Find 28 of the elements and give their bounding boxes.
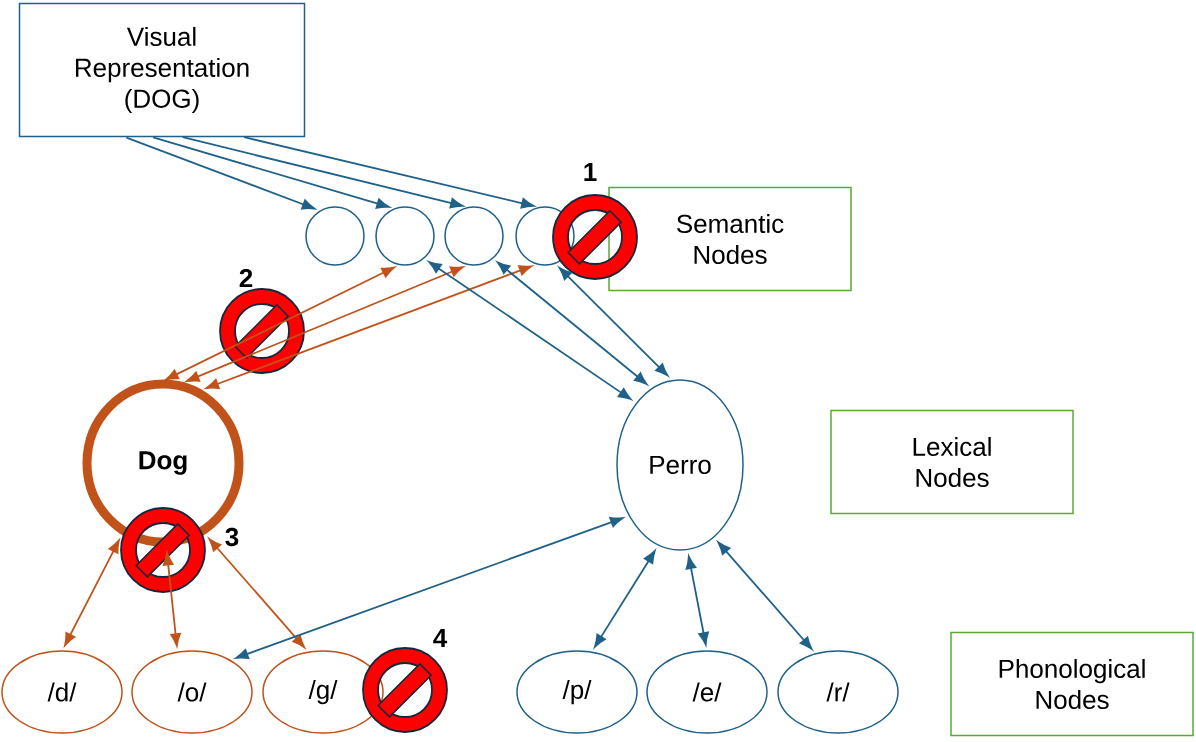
arrow (64, 539, 120, 646)
arrow (186, 266, 464, 382)
arrow (594, 550, 656, 648)
node-circle (444, 206, 504, 266)
arrow (235, 516, 624, 660)
callout-number: 2 (239, 268, 253, 288)
arrow (717, 541, 813, 650)
arrow (165, 266, 395, 381)
label-box: Phonological Nodes (950, 631, 1194, 737)
callout-number: 4 (433, 629, 448, 647)
arrow (558, 267, 669, 377)
node-circle (375, 206, 435, 266)
arrow (243, 136, 535, 209)
arrow (181, 136, 464, 209)
label-box: Semantic Nodes (608, 186, 852, 292)
callout-number: 1 (584, 163, 597, 181)
arrow (125, 136, 316, 210)
arrow (685, 555, 709, 646)
arrow (205, 265, 533, 390)
arrow (152, 136, 390, 209)
arrow (496, 261, 648, 385)
label-box: Lexical Nodes (830, 409, 1074, 515)
arrow (208, 538, 305, 649)
callout-number: 3 (225, 527, 239, 547)
node-circle (305, 206, 365, 266)
arrow (428, 261, 632, 400)
label-box: Visual Representation (DOG) (18, 2, 306, 138)
arrow (162, 552, 181, 647)
